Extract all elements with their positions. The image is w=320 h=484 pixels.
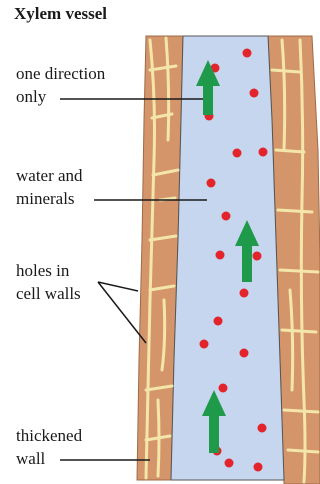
leader-holes-b — [98, 282, 146, 343]
vessel-lumen — [171, 36, 284, 480]
